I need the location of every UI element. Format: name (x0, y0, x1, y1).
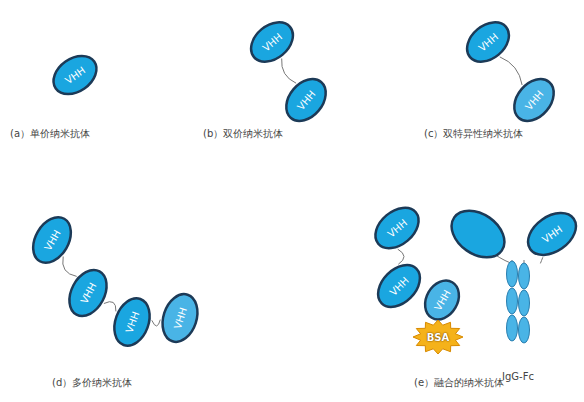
vhh-ellipse: VHH (276, 69, 336, 130)
linker-line (152, 320, 161, 326)
vhh-ellipse: VHH (44, 46, 106, 104)
linker-line (63, 257, 77, 277)
vhh-ellipse: VHH (457, 12, 518, 72)
linker-line (540, 257, 542, 263)
vhh-ellipse: VHH (60, 262, 116, 325)
vhh-ellipse: VHH (518, 202, 584, 265)
vhh-ellipse: VHH (241, 12, 302, 72)
vhh-ellipse: VHH (366, 197, 429, 258)
linker-line (500, 57, 522, 85)
vhh-ellipse (443, 201, 513, 267)
vhh-ellipse: VHH (416, 272, 467, 327)
panel-caption: (a）单价纳米抗体 (10, 127, 90, 141)
panel-caption: (e）融合的纳米抗体 (414, 376, 504, 390)
panel-caption: (c）双特异性纳米抗体 (424, 127, 523, 141)
linker-line (398, 249, 404, 264)
node-text: BSA (427, 332, 450, 343)
vhh-ellipse: VHH (504, 69, 564, 130)
part-label: IgG-Fc (502, 371, 534, 382)
shape-outline (496, 258, 540, 382)
bsa-star: BSA (413, 320, 463, 354)
panel-caption: (b）双价纳米抗体 (203, 127, 283, 141)
vhh-ellipse: VHH (23, 208, 80, 271)
vhh-ellipse: VHH (106, 291, 158, 352)
linker-line (282, 59, 297, 84)
fc-fragment: IgG-Fc (496, 258, 540, 382)
linker-line (104, 302, 116, 312)
vhh-ellipse: VHH (368, 255, 430, 317)
vhh-ellipse: VHH (155, 288, 205, 349)
panel-caption: (d）多价纳米抗体 (52, 376, 132, 390)
